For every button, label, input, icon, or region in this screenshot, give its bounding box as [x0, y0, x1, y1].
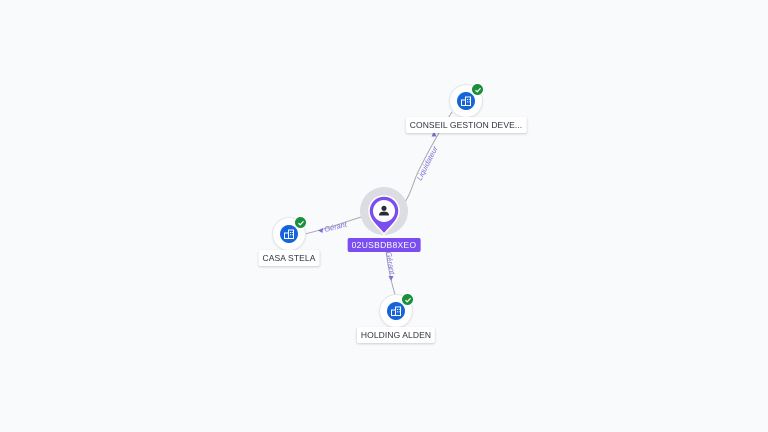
- location-pin-icon: [368, 195, 400, 236]
- building-icon: [387, 302, 405, 320]
- edge-label-liquidateur: Liquidateur: [415, 144, 440, 182]
- building-icon: [280, 225, 298, 243]
- company-label-casa-stela[interactable]: CASA STELA: [258, 250, 320, 266]
- company-label-conseil[interactable]: CONSEIL GESTION DEVE...: [405, 117, 527, 133]
- edge-label-gerant-casa: Gérant: [323, 219, 348, 234]
- edge-arrow-liquidateur: [431, 131, 437, 137]
- edge-label-gerant-holding: Gérant: [384, 251, 397, 276]
- person-label[interactable]: 02USBDB8XEO: [347, 238, 421, 252]
- edge-arrow-gerant-casa: [318, 228, 323, 233]
- edge-arrow-gerant-holding: [388, 276, 394, 281]
- person-node[interactable]: [367, 194, 401, 236]
- company-label-holding-alden[interactable]: HOLDING ALDEN: [356, 327, 436, 343]
- company-node-casa-stela[interactable]: [273, 216, 307, 250]
- verified-check-icon: [294, 216, 307, 229]
- person-icon: [379, 205, 389, 216]
- company-node-holding-alden[interactable]: [380, 293, 414, 327]
- building-icon: [457, 92, 475, 110]
- verified-check-icon: [401, 293, 414, 306]
- verified-check-icon: [471, 83, 484, 96]
- company-node-conseil[interactable]: [450, 83, 484, 117]
